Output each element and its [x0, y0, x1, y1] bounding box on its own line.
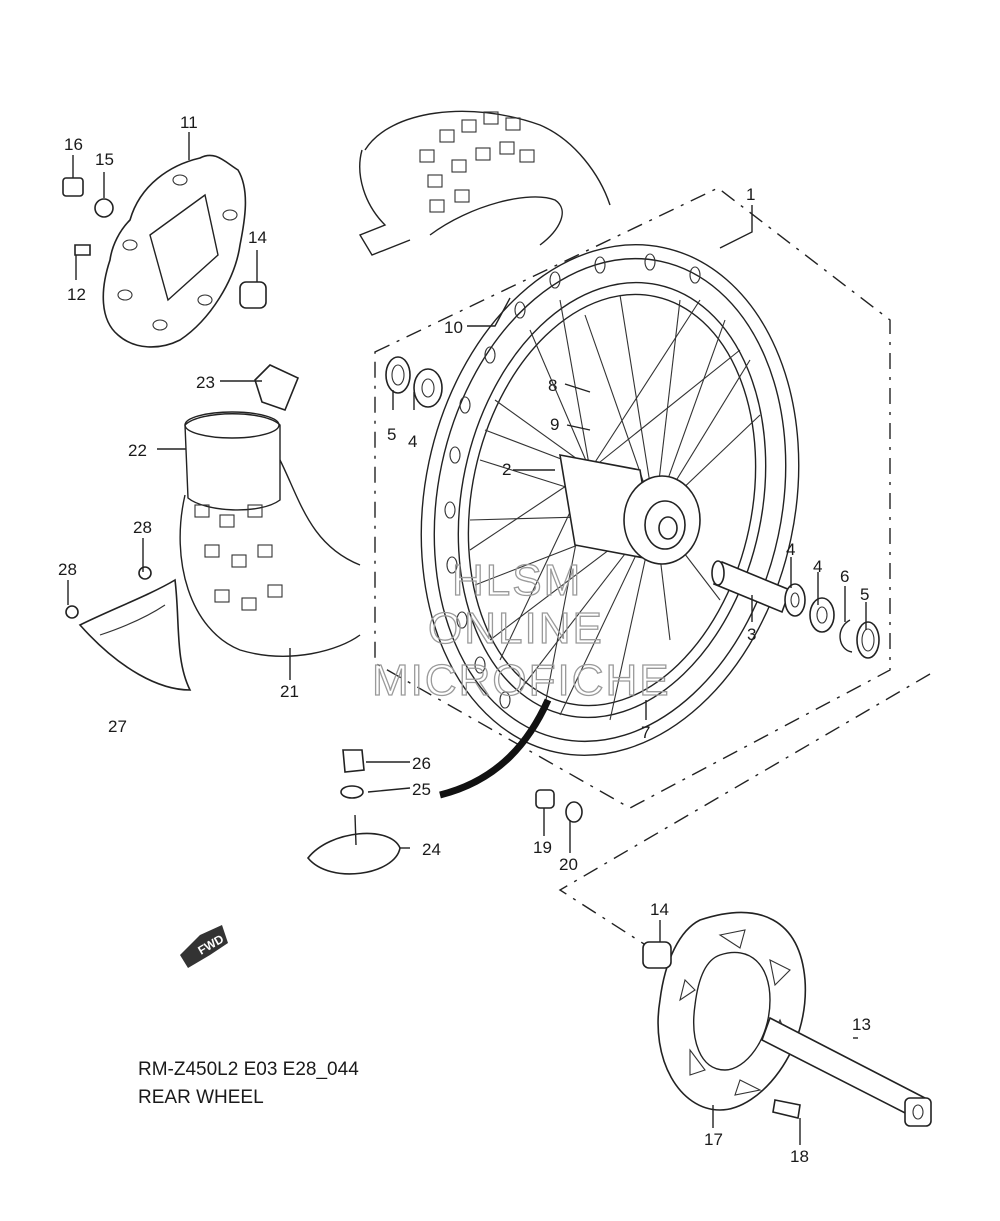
rear-sprocket — [642, 911, 807, 1111]
tire — [358, 110, 611, 256]
callout-15: 15 — [95, 150, 114, 169]
tube-and-rim-band — [179, 364, 361, 657]
watermark: HLSM ONLINE MICROFICHE — [371, 555, 671, 705]
watermark-line-1: HLSM — [452, 556, 582, 605]
callout-23: 23 — [196, 373, 215, 392]
rim — [420, 244, 800, 756]
callout-4c: 4 — [813, 557, 822, 576]
callout-14b: 14 — [650, 900, 669, 919]
callout-28b: 28 — [58, 560, 77, 579]
callout-3: 3 — [747, 625, 756, 644]
callout-5b: 5 — [860, 585, 869, 604]
callout-12: 12 — [67, 285, 86, 304]
callout-14a: 14 — [248, 228, 267, 247]
callout-17: 17 — [704, 1130, 723, 1149]
callout-2: 2 — [502, 460, 511, 479]
callout-9: 9 — [550, 415, 559, 434]
callout-26: 26 — [412, 754, 431, 773]
collar-and-bearings — [385, 356, 880, 659]
callout-1: 1 — [746, 185, 755, 204]
disc-guard — [65, 566, 192, 691]
brake-disc — [102, 154, 247, 348]
callout-4a: 4 — [408, 432, 417, 451]
callout-28a: 28 — [133, 518, 152, 537]
callout-21: 21 — [280, 682, 299, 701]
callout-4b: 4 — [786, 540, 795, 559]
small-hardware-left — [62, 177, 267, 309]
callout-7: 7 — [641, 723, 650, 742]
caption: RM-Z450L2 E03 E28_044 REAR WHEEL — [138, 1059, 359, 1108]
axle — [761, 1016, 932, 1127]
callout-8: 8 — [548, 376, 557, 395]
callout-19: 19 — [533, 838, 552, 857]
sprocket-frame — [558, 673, 931, 1026]
callout-10: 10 — [444, 318, 463, 337]
fwd-arrow-icon: FWD — [180, 925, 228, 968]
model-code: RM-Z450L2 E03 E28_044 — [138, 1059, 359, 1080]
valve-parts — [306, 698, 552, 875]
watermark-line-2: ONLINE — [428, 604, 604, 653]
callout-18: 18 — [790, 1147, 809, 1166]
section-title: REAR WHEEL — [138, 1087, 264, 1108]
callout-27: 27 — [108, 717, 127, 736]
watermark-line-3: MICROFICHE — [372, 656, 671, 705]
callout-24: 24 — [422, 840, 441, 859]
callout-16: 16 — [64, 135, 83, 154]
nuts-19-20 — [535, 789, 583, 823]
callout-labels: 1 2 3 4 4 4 5 5 6 7 8 9 10 11 12 13 14 1… — [58, 113, 871, 1166]
callout-22: 22 — [128, 441, 147, 460]
callout-5a: 5 — [387, 425, 396, 444]
callout-13: 13 — [852, 1015, 871, 1034]
callout-11: 11 — [180, 113, 198, 132]
leader-lines — [67, 132, 867, 1145]
callout-20: 20 — [559, 855, 578, 874]
callout-6: 6 — [840, 567, 849, 586]
callout-25: 25 — [412, 780, 431, 799]
wheel-assembly-frame — [374, 187, 891, 809]
hub — [559, 454, 701, 565]
